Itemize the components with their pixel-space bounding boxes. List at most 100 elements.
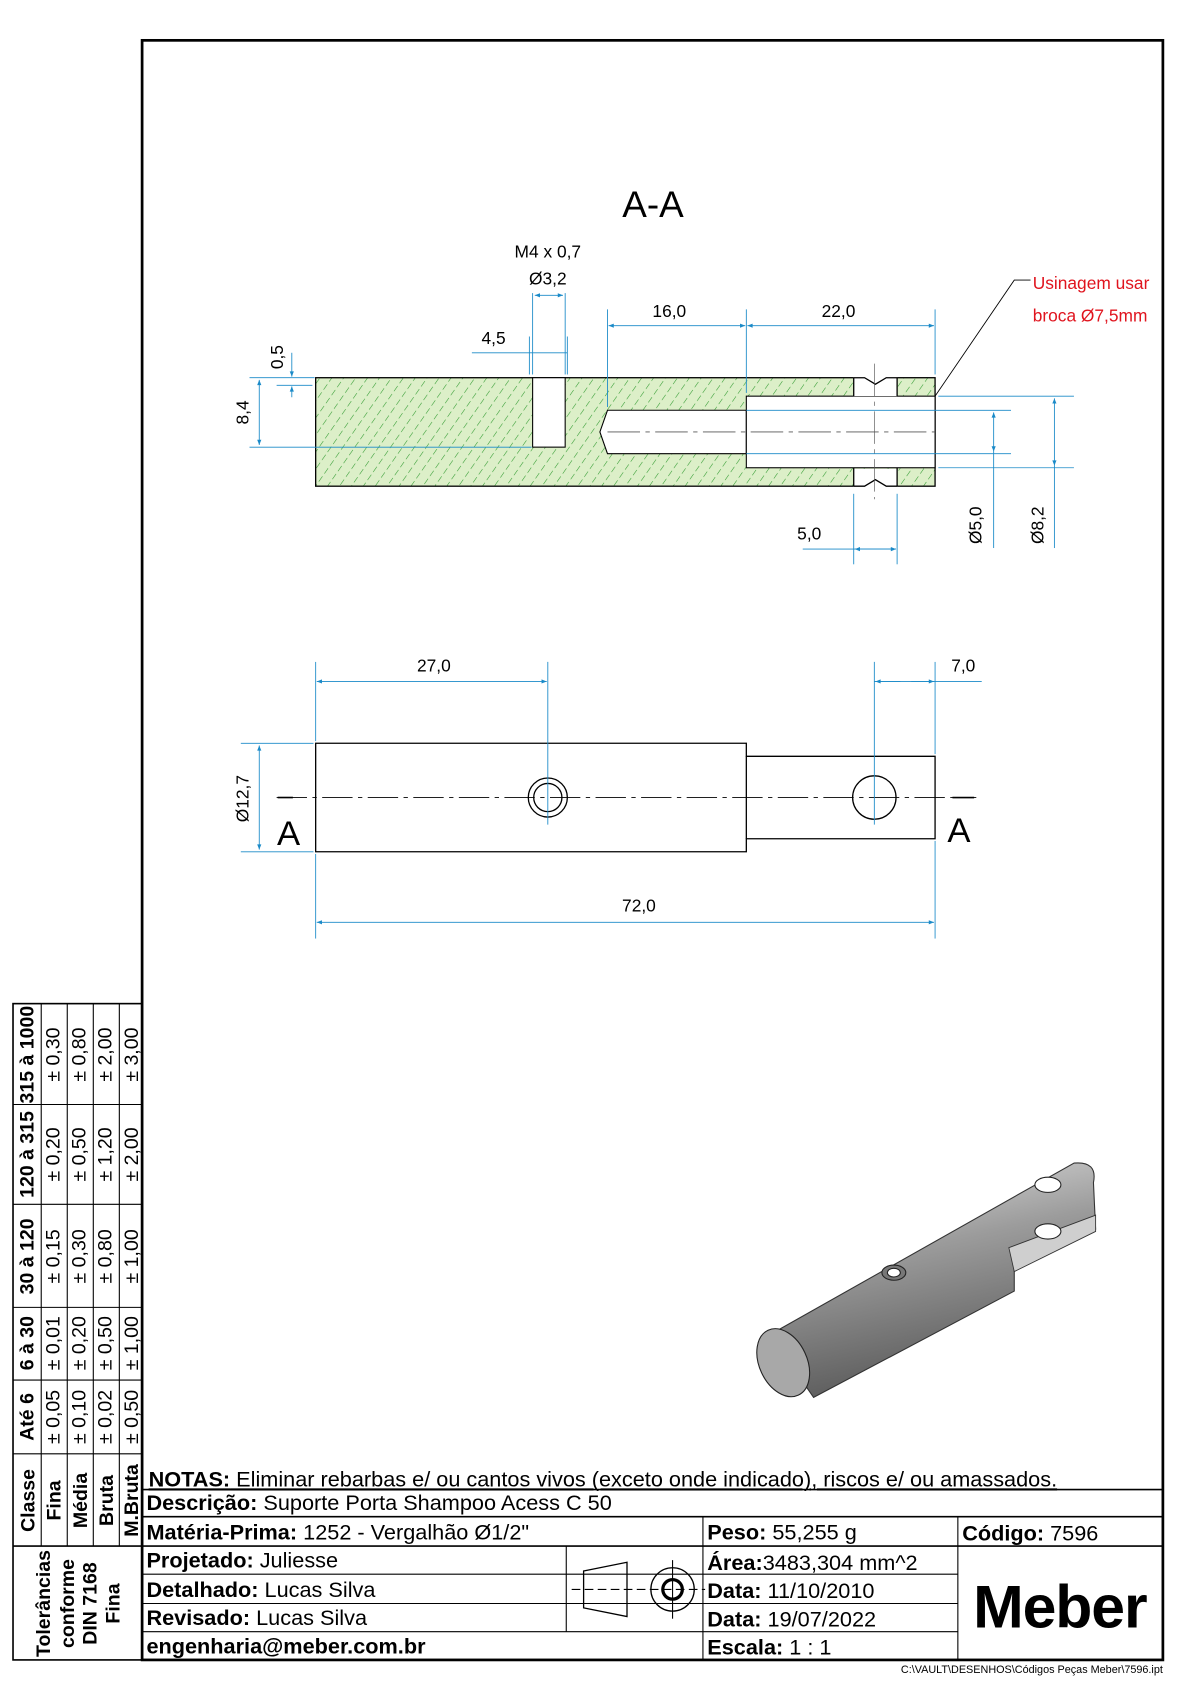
dim-7: 7,0: [951, 656, 975, 676]
tol-value: ± 1,00: [121, 1229, 143, 1283]
area-value: 3483,304 mm^2: [763, 1550, 918, 1575]
section-mark-left: A: [277, 815, 301, 853]
tol-value: ± 0,30: [43, 1027, 65, 1081]
tol-value: ± 0,80: [95, 1229, 117, 1283]
hole-diameter-label: Ø3,2: [529, 268, 567, 288]
tol-value: ± 0,01: [43, 1316, 65, 1370]
dim-27: 27,0: [417, 656, 451, 676]
tol-row-bruta: Bruta ± 0,02 ± 0,50 ± 0,80 ± 1,20 ± 2,00: [95, 1027, 118, 1526]
code-value: 7596: [1044, 1521, 1098, 1546]
tol-value: ± 3,00: [121, 1027, 143, 1081]
note-leader: [934, 279, 1031, 397]
title-block: NOTAS: Eliminar rebarbas e/ ou cantos vi…: [142, 1466, 1163, 1676]
description-value: Suporte Porta Shampoo Acess C 50: [257, 1490, 611, 1515]
tol-value: ± 0,50: [121, 1390, 143, 1444]
tolerance-caption: Tolerâncias conforme DIN 7168 Fina: [33, 1550, 124, 1657]
dim-4-5: 4,5: [482, 328, 506, 348]
material-label: Matéria-Prima:: [146, 1520, 297, 1545]
tol-value: ± 0,05: [43, 1390, 65, 1444]
tol-value: ± 0,50: [69, 1127, 91, 1181]
tol-header-range: 30 à 120: [17, 1218, 39, 1294]
dim-5: 5,0: [797, 523, 821, 543]
plan-view: 27,0 7,0 72,0 Ø12,7 A A: [232, 656, 982, 939]
date-created: 11/10/2010: [762, 1578, 875, 1603]
area-row: Área:3483,304 mm^2: [707, 1550, 917, 1575]
code-row: Código: 7596: [962, 1521, 1098, 1546]
part-outline: [315, 742, 936, 853]
date-label: Data:: [707, 1606, 761, 1631]
scale-row: Escala: 1 : 1: [707, 1634, 831, 1659]
caption-line: Tolerâncias: [33, 1550, 55, 1657]
weight-row: Peso: 55,255 g: [707, 1520, 857, 1545]
isometric-view: [756, 1162, 1097, 1399]
tol-value: ± 0,30: [69, 1229, 91, 1283]
tol-row-m-bruta: M.Bruta ± 0,50 ± 1,00 ± 1,00 ± 2,00 ± 3,…: [121, 1027, 143, 1536]
dia-5: Ø5,0: [966, 506, 986, 544]
caption-line: Fina: [102, 1583, 124, 1623]
code-label: Código:: [962, 1521, 1044, 1546]
drawing-border: [140, 38, 1165, 1662]
tol-header-range: Até 6: [17, 1393, 39, 1441]
machining-note-line1: Usinagem usar: [1033, 273, 1150, 293]
dim-8-4: 8,4: [232, 400, 252, 424]
date-created-row: Data: 11/10/2010: [707, 1578, 874, 1603]
material-row: Matéria-Prima: 1252 - Vergalhão Ø1/2": [146, 1520, 529, 1545]
designed-row: Projetado: Juliesse: [146, 1548, 338, 1573]
tol-value: ± 0,15: [43, 1229, 65, 1283]
file-path: C:\VAULT\DESENHOS\Códigos Peças Meber\75…: [901, 1664, 1163, 1676]
dim-22: 22,0: [822, 301, 856, 321]
tol-header-range: 315 à 1000: [17, 1006, 39, 1104]
tol-row-fina: Fina ± 0,05 ± 0,01 ± 0,15 ± 0,20 ± 0,30: [43, 1027, 66, 1520]
email: engenharia@meber.com.br: [146, 1633, 426, 1658]
detailed-row: Detalhado: Lucas Silva: [146, 1577, 376, 1602]
weight-value: 55,255 g: [766, 1520, 856, 1545]
reviewed-row: Revisado: Lucas Silva: [146, 1605, 368, 1630]
dim-0-5: 0,5: [267, 345, 287, 369]
projection-symbol-icon: [571, 1560, 706, 1619]
designed-value: Juliesse: [254, 1548, 338, 1573]
tol-value: ± 0,80: [69, 1027, 91, 1081]
caption-line: DIN 7168: [80, 1562, 102, 1645]
tol-value: ± 0,20: [43, 1127, 65, 1181]
tol-header-range: 120 à 315: [17, 1111, 39, 1198]
tol-value: ± 2,00: [95, 1027, 117, 1081]
tol-row-media: Média ± 0,10 ± 0,20 ± 0,30 ± 0,50 ± 0,80: [69, 1027, 92, 1528]
detailed-label: Detalhado:: [146, 1577, 258, 1602]
section-title: A-A: [622, 184, 684, 225]
notes-label: NOTAS:: [149, 1466, 231, 1491]
scale-label: Escala:: [707, 1634, 783, 1659]
tol-value: ± 1,20: [95, 1127, 117, 1181]
dia-8-2: Ø8,2: [1028, 506, 1048, 544]
tol-value: ± 0,10: [69, 1390, 91, 1444]
thread-label: M4 x 0,7: [515, 241, 582, 261]
meber-logo: Meber: [973, 1572, 1147, 1640]
material-value: 1252 - Vergalhão Ø1/2": [297, 1520, 529, 1545]
reviewed-value: Lucas Silva: [250, 1605, 368, 1630]
section-view: A-A M4 x 0,7 Ø3,2 4,5 16,0 22,0 0,5 8,4 …: [232, 184, 1150, 565]
tol-value: ± 0,50: [95, 1316, 117, 1370]
machining-note-line2: broca Ø7,5mm: [1033, 305, 1148, 325]
description-label: Descrição:: [146, 1490, 257, 1515]
dim-16: 16,0: [652, 301, 686, 321]
tol-value: ± 1,00: [121, 1316, 143, 1370]
tolerance-table: Classe Até 6 6 à 30 30 à 120 120 à 315 3…: [12, 1002, 143, 1661]
date-revised-row: Data: 19/07/2022: [707, 1606, 876, 1631]
designed-label: Projetado:: [146, 1548, 253, 1573]
notes-text: Eliminar rebarbas e/ ou cantos vivos (ex…: [230, 1466, 1057, 1491]
tol-value: ± 0,20: [69, 1316, 91, 1370]
scale-value: 1 : 1: [783, 1634, 831, 1659]
dim-72: 72,0: [622, 895, 656, 915]
area-label: Área:: [707, 1550, 762, 1575]
description-row: Descrição: Suporte Porta Shampoo Acess C…: [146, 1490, 611, 1515]
tol-value: ± 2,00: [121, 1127, 143, 1181]
tol-header-range: 6 à 30: [17, 1316, 39, 1370]
tapped-hole: [532, 377, 566, 448]
weight-label: Peso:: [707, 1520, 766, 1545]
dia-12-7: Ø12,7: [232, 775, 252, 822]
tol-class: Fina: [44, 1480, 66, 1520]
notes-row: NOTAS: Eliminar rebarbas e/ ou cantos vi…: [149, 1466, 1057, 1491]
tol-class: Média: [70, 1473, 92, 1528]
detailed-value: Lucas Silva: [259, 1577, 377, 1602]
tol-value: ± 0,02: [95, 1390, 117, 1444]
